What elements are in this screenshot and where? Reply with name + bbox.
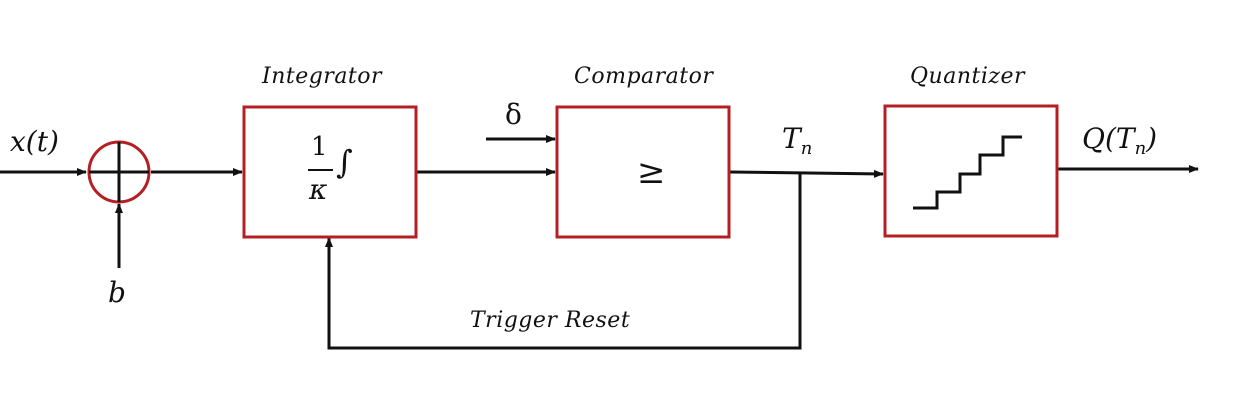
integrator-title: Integrator bbox=[262, 64, 383, 89]
comparator-title: Comparator bbox=[574, 64, 714, 89]
summing-junction-icon bbox=[87, 140, 151, 204]
integrator-numerator: 1 bbox=[311, 132, 328, 162]
trigger-time-label: Tn bbox=[782, 122, 812, 159]
integrator-block bbox=[242, 105, 418, 239]
comparator-symbol: ≥ bbox=[637, 152, 666, 192]
trigger-time-subscript: n bbox=[800, 138, 813, 159]
feedback-wire bbox=[325, 174, 802, 350]
quantizer-block bbox=[883, 104, 1059, 238]
output-label-prefix: Q(T bbox=[1082, 122, 1135, 155]
integrator-denominator: κ bbox=[309, 173, 328, 206]
input-signal-label: x(t) bbox=[10, 125, 59, 158]
trigger-time-base: T bbox=[782, 122, 801, 155]
output-label: Q(Tn) bbox=[1082, 122, 1157, 159]
quantizer-title: Quantizer bbox=[910, 64, 1025, 89]
bias-label: b bbox=[108, 276, 126, 309]
threshold-label: δ bbox=[505, 98, 522, 131]
staircase-icon bbox=[913, 135, 1022, 210]
comparator-to-quantizer-wire bbox=[729, 169, 884, 178]
feedback-label: Trigger Reset bbox=[470, 308, 631, 333]
output-label-subscript: n bbox=[1134, 138, 1147, 159]
comparator-block bbox=[555, 105, 731, 239]
integral-operator: ∫ bbox=[336, 143, 353, 181]
output-label-suffix: ) bbox=[1146, 122, 1158, 155]
